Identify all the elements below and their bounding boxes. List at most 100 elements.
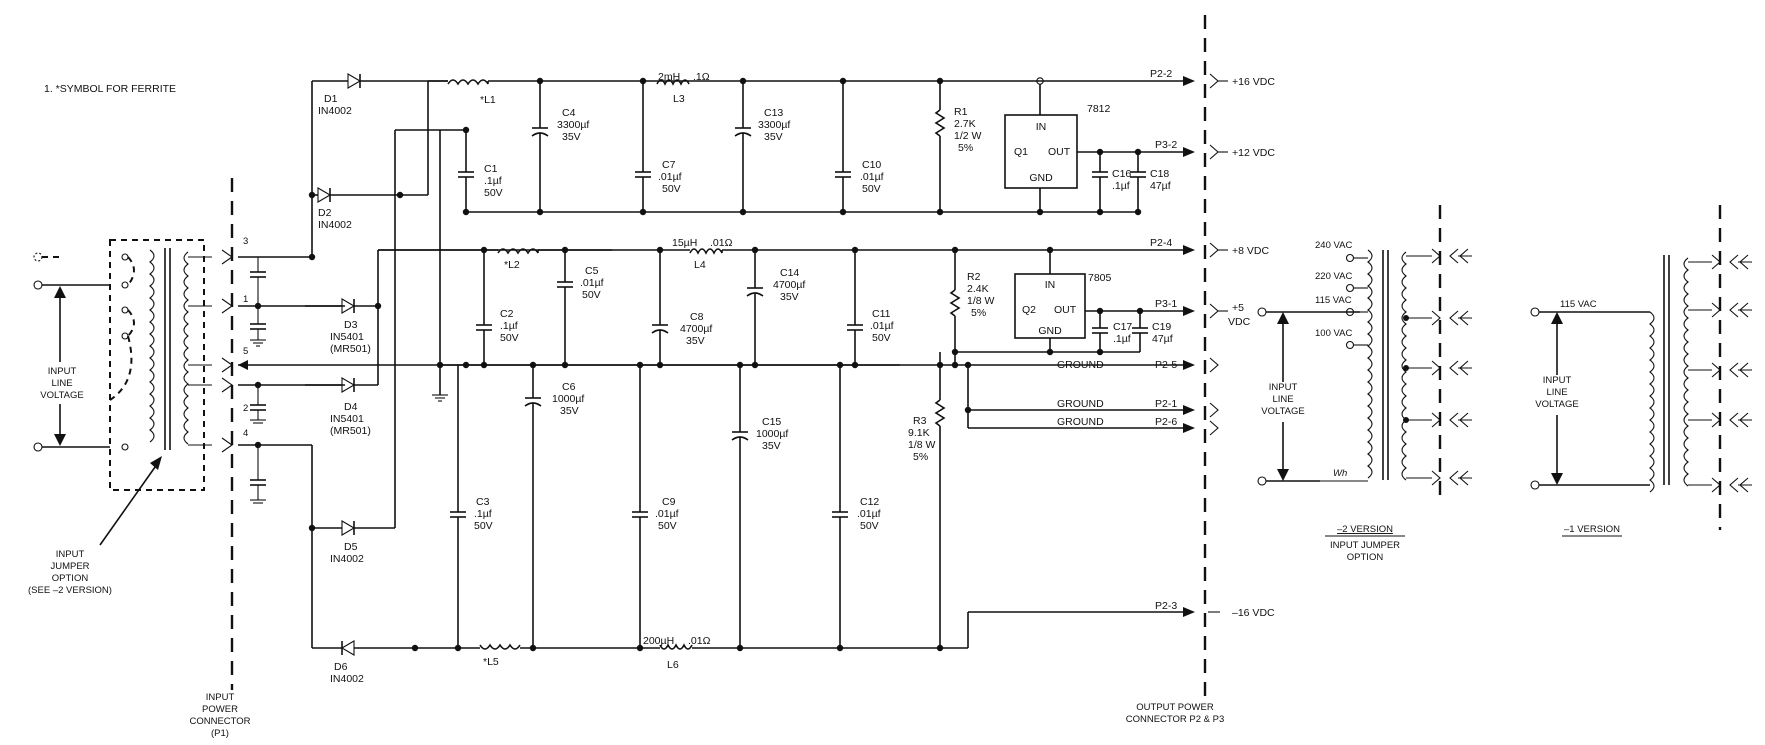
l6-label: L6	[667, 659, 679, 671]
d5-diode	[341, 520, 356, 536]
r1-value: 2.7K	[954, 118, 976, 130]
c14-value: 4700µf	[773, 279, 805, 291]
input-connector-label: INPUT	[206, 692, 235, 703]
l3-label: L3	[673, 93, 685, 105]
input-terminal-top	[33, 280, 43, 290]
r3-label: R3	[913, 415, 927, 427]
v2-caption: OPTION	[1347, 552, 1384, 563]
c11-voltage: 50V	[872, 332, 891, 344]
input-line-voltage-label: LINE	[51, 378, 72, 389]
l6-value: 200µH	[643, 635, 674, 647]
l4-resistance: .01Ω	[710, 237, 733, 249]
rail-plus8: *L2 15µH .01Ω L4 C2 .1µf 50V C5 .01µf 50…	[378, 237, 1190, 369]
pin-p2-6: P2-6	[1155, 416, 1177, 428]
v2-line-voltage-label: VOLTAGE	[1261, 406, 1304, 417]
l4-label: L4	[694, 259, 706, 271]
c6-value: 1000µf	[552, 393, 584, 405]
ground-label-p26: GROUND	[1057, 416, 1104, 428]
c7-voltage: 50V	[662, 183, 681, 195]
d1-label: D1	[324, 93, 338, 105]
input-terminal-dashed	[33, 252, 43, 262]
v2-tap-220: 220 VAC	[1315, 271, 1352, 282]
c11-label: C11	[872, 308, 891, 320]
r1-resistor	[934, 109, 946, 137]
version1-transformer: INPUT LINE VOLTAGE 115 VAC –1 VERSION	[1530, 205, 1752, 537]
ground-bus: R3 9.1K 1/8 W 5% GROUND GROUND GROUND	[432, 130, 1190, 648]
c12-value: .01µf	[857, 508, 881, 520]
input-transformer	[149, 248, 212, 450]
rail-minus16: *L5 200µH .01Ω L6 C3 .1µf 50V C6 1000µf …	[411, 361, 1190, 671]
d4-diode	[341, 377, 356, 393]
q1-label: Q1	[1014, 146, 1028, 158]
c9-voltage: 50V	[658, 520, 677, 532]
c13-label: C13	[764, 107, 783, 119]
d3-diode	[341, 298, 356, 314]
c4-voltage: 35V	[562, 131, 581, 143]
c8-label: C8	[690, 311, 704, 323]
v2-caption: INPUT JUMPER	[1330, 540, 1400, 551]
c19-label: C19	[1152, 321, 1171, 333]
p1-pin-4: 4	[243, 428, 248, 439]
q2-gnd-pin: GND	[1038, 325, 1062, 337]
d2-label: D2	[318, 207, 332, 219]
d3-label: D3	[344, 319, 358, 331]
q2-label: Q2	[1022, 304, 1036, 316]
c10-value: .01µf	[860, 171, 884, 183]
c5-voltage: 50V	[582, 289, 601, 301]
c2-label: C2	[500, 308, 514, 320]
voltage-plus5-unit: VDC	[1228, 316, 1251, 328]
r1-tolerance: 5%	[958, 142, 973, 154]
c18-label: C18	[1150, 168, 1169, 180]
c7-value: .01µf	[658, 171, 682, 183]
v1-caption: –1 VERSION	[1564, 524, 1620, 535]
pin-p2-1: P2-1	[1155, 398, 1177, 410]
p1-pin-3: 3	[243, 236, 248, 247]
d5-label: D5	[344, 541, 358, 553]
input-connector-label: CONNECTOR	[189, 716, 250, 727]
pin-p3-2: P3-2	[1155, 139, 1177, 151]
c8-value: 4700µf	[680, 323, 712, 335]
c1-voltage: 50V	[484, 187, 503, 199]
q1-gnd-pin: GND	[1029, 172, 1053, 184]
d5-part: IN4002	[330, 553, 364, 565]
c13-value: 3300µf	[758, 119, 790, 131]
c11-value: .01µf	[870, 320, 894, 332]
c19-value: 47µf	[1152, 333, 1173, 345]
v2-line-voltage-label: LINE	[1272, 394, 1293, 405]
l5-inductor	[479, 643, 521, 650]
c15-voltage: 35V	[762, 440, 781, 452]
c4-value: 3300µf	[557, 119, 589, 131]
l2-label: *L2	[504, 259, 520, 271]
input-jumper-box	[109, 239, 205, 491]
voltage-plus5: +5	[1232, 302, 1244, 314]
p1-pin-2: 2	[243, 403, 248, 414]
p1-pin-1: 1	[243, 294, 248, 305]
voltage-plus16: +16 VDC	[1232, 76, 1275, 88]
d1-diode	[347, 73, 362, 89]
p1-pin-5: 5	[243, 346, 248, 357]
c2-value: .1µf	[500, 320, 518, 332]
c10-voltage: 50V	[862, 183, 881, 195]
c17-value: .1µf	[1113, 333, 1131, 345]
jumper-label: (SEE –2 VERSION)	[28, 585, 112, 596]
r2-tolerance: 5%	[971, 307, 986, 319]
output-connector-label: OUTPUT POWER	[1136, 702, 1214, 713]
q1-out-pin: OUT	[1048, 146, 1071, 158]
version2-transformer: INPUT LINE VOLTAGE Wh 240 VAC 220 VAC 11…	[1255, 205, 1472, 563]
voltage-minus16: –16 VDC	[1232, 607, 1275, 619]
r1-power: 1/2 W	[954, 130, 982, 142]
d4-part: IN5401	[330, 413, 364, 425]
v1-line-voltage-label: LINE	[1546, 387, 1567, 398]
c13-voltage: 35V	[764, 131, 783, 143]
c15-value: 1000µf	[756, 428, 788, 440]
output-connector: P2-2 +16 VDC P3-2 +12 VDC P2-4 +8 VDC P3…	[1126, 15, 1275, 725]
v2-tap-115: 115 VAC	[1315, 295, 1352, 306]
c10-label: C10	[862, 159, 881, 171]
c9-label: C9	[662, 496, 676, 508]
v2-tap-100: 100 VAC	[1315, 328, 1352, 339]
d1-part: IN4002	[318, 105, 352, 117]
v1-line-voltage-label: INPUT	[1543, 375, 1572, 386]
d2-part: IN4002	[318, 219, 352, 231]
c4-label: C4	[562, 107, 576, 119]
